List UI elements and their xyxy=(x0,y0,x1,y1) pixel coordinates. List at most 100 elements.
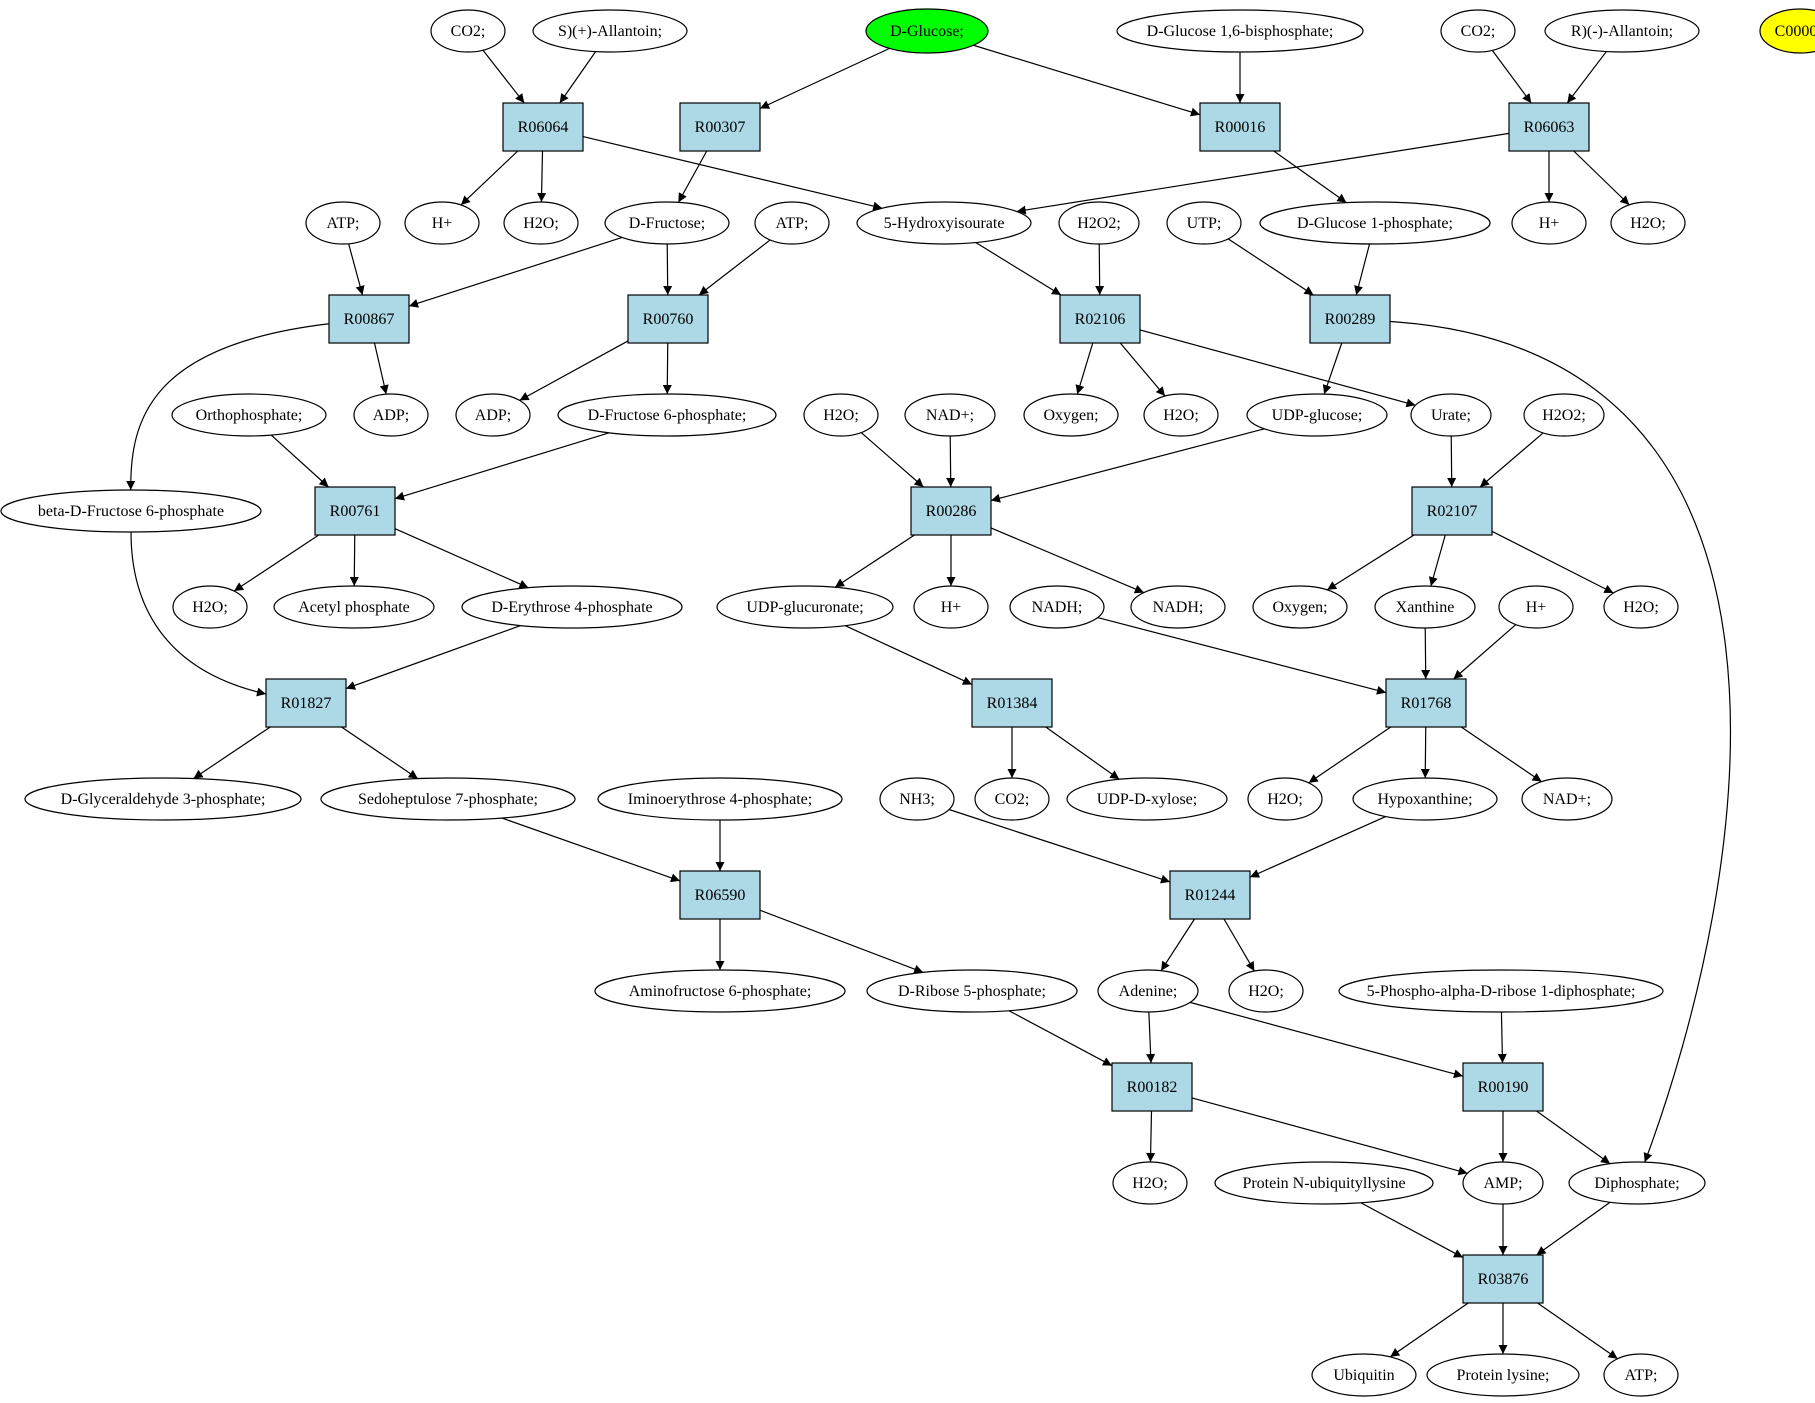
edge-s7p-to-r06590 xyxy=(501,817,681,883)
compound-node-h2o-e[interactable]: H2O; xyxy=(172,585,248,629)
compound-node-ery4p[interactable]: D-Erythrose 4-phosphate xyxy=(461,585,683,629)
reaction-node-r06590[interactable]: R06590 xyxy=(679,870,761,920)
reaction-node-r00761[interactable]: R00761 xyxy=(314,486,396,536)
reaction-node-r00867[interactable]: R00867 xyxy=(328,294,410,344)
compound-node-nad-a[interactable]: NAD+; xyxy=(904,393,996,437)
compound-node-aminofru6p[interactable]: Aminofructose 6-phosphate; xyxy=(594,969,846,1013)
reaction-node-r00190[interactable]: R00190 xyxy=(1462,1062,1544,1112)
compound-node-h2o-i[interactable]: H2O; xyxy=(1112,1161,1188,1205)
compound-node-adenine[interactable]: Adenine; xyxy=(1097,969,1199,1013)
compound-node-atp-b[interactable]: ATP; xyxy=(754,201,830,245)
reaction-node-r02106[interactable]: R02106 xyxy=(1059,294,1141,344)
compound-node-atp-c[interactable]: ATP; xyxy=(1603,1353,1679,1397)
compound-node-hydroxyisourate[interactable]: 5-Hydroxyisourate xyxy=(856,201,1032,245)
compound-node-prot-ub[interactable]: Protein N-ubiquityllysine xyxy=(1214,1161,1434,1205)
compound-node-hplus-d[interactable]: H+ xyxy=(1498,585,1574,629)
reaction-node-r00760[interactable]: R00760 xyxy=(627,294,709,344)
reaction-node-r01768[interactable]: R01768 xyxy=(1385,678,1467,728)
compound-node-xanthine[interactable]: Xanthine xyxy=(1374,585,1476,629)
compound-node-s7p[interactable]: Sedoheptulose 7-phosphate; xyxy=(320,777,576,821)
compound-node-hplus-b[interactable]: H+ xyxy=(1511,201,1587,245)
compound-node-h2o2-b[interactable]: H2O2; xyxy=(1523,393,1605,437)
compound-label: Sedoheptulose 7-phosphate; xyxy=(358,791,538,808)
edge-h2o2_b-to-r02107 xyxy=(1479,432,1544,488)
compound-node-hplus-a[interactable]: H+ xyxy=(404,201,480,245)
compound-node-prpp[interactable]: 5-Phospho-alpha-D-ribose 1-diphosphate; xyxy=(1338,969,1664,1013)
compound-node-ubiquitin[interactable]: Ubiquitin xyxy=(1311,1353,1417,1397)
compound-node-adp-a[interactable]: ADP; xyxy=(353,393,429,437)
compound-ellipse xyxy=(1252,585,1348,629)
compound-node-co2-b[interactable]: CO2; xyxy=(1440,9,1516,53)
compound-ellipse xyxy=(171,393,327,437)
compound-node-h2o-c[interactable]: H2O; xyxy=(803,393,879,437)
compound-node-h2o2-a[interactable]: H2O2; xyxy=(1058,201,1140,245)
compound-ellipse xyxy=(604,201,730,245)
compound-node-oxygen-b[interactable]: Oxygen; xyxy=(1252,585,1348,629)
compound-node-udp-glucose[interactable]: UDP-glucose; xyxy=(1246,393,1388,437)
reaction-box xyxy=(1059,294,1141,344)
compound-node-r-allantoin[interactable]: R)(-)-Allantoin; xyxy=(1544,9,1700,53)
compound-node-acetyl-p[interactable]: Acetyl phosphate xyxy=(273,585,435,629)
reaction-node-r06064[interactable]: R06064 xyxy=(502,102,584,152)
compound-node-c00002[interactable]: C00002 xyxy=(1759,8,1815,54)
reaction-node-r00182[interactable]: R00182 xyxy=(1111,1062,1193,1112)
compound-label: ADP; xyxy=(373,407,409,424)
compound-node-protein-lys[interactable]: Protein lysine; xyxy=(1426,1353,1580,1397)
compound-node-hypoxanthine[interactable]: Hypoxanthine; xyxy=(1352,777,1498,821)
compound-node-iminoery4p[interactable]: Iminoerythrose 4-phosphate; xyxy=(597,777,843,821)
compound-node-nh3[interactable]: NH3; xyxy=(879,777,955,821)
reaction-box xyxy=(971,678,1053,728)
reaction-node-r00289[interactable]: R00289 xyxy=(1309,294,1391,344)
compound-node-hplus-c[interactable]: H+ xyxy=(913,585,989,629)
compound-node-gap[interactable]: D-Glyceraldehyde 3-phosphate; xyxy=(24,777,302,821)
compound-node-fru6p[interactable]: D-Fructose 6-phosphate; xyxy=(557,393,777,437)
reaction-node-r00286[interactable]: R00286 xyxy=(910,486,992,536)
compound-label: Xanthine xyxy=(1396,599,1455,616)
reaction-node-r00307[interactable]: R00307 xyxy=(679,102,761,152)
reaction-node-r00016[interactable]: R00016 xyxy=(1199,102,1281,152)
reaction-label: R02106 xyxy=(1075,311,1126,328)
compound-ellipse xyxy=(1058,201,1140,245)
compound-node-h2o-a[interactable]: H2O; xyxy=(503,201,579,245)
compound-node-adp-b[interactable]: ADP; xyxy=(455,393,531,437)
reaction-node-r01827[interactable]: R01827 xyxy=(265,678,347,728)
compound-node-nad-b[interactable]: NAD+; xyxy=(1521,777,1613,821)
compound-node-nadh-b[interactable]: NADH; xyxy=(1130,585,1226,629)
edge-adenine-to-r00190 xyxy=(1189,1001,1464,1079)
reaction-node-r03876[interactable]: R03876 xyxy=(1462,1254,1544,1304)
compound-node-urate[interactable]: Urate; xyxy=(1410,393,1492,437)
reaction-node-r01244[interactable]: R01244 xyxy=(1169,870,1251,920)
compound-node-glc1p[interactable]: D-Glucose 1-phosphate; xyxy=(1259,201,1491,245)
compound-node-d-glucose[interactable]: D-Glucose; xyxy=(865,8,989,54)
compound-node-h2o-f[interactable]: H2O; xyxy=(1603,585,1679,629)
compound-node-h2o-h[interactable]: H2O; xyxy=(1228,969,1304,1013)
compound-node-glc16bp[interactable]: D-Glucose 1,6-bisphosphate; xyxy=(1116,9,1364,53)
edge-udp_glucose-to-r00286 xyxy=(990,428,1265,503)
compound-node-udp-glucuronate[interactable]: UDP-glucuronate; xyxy=(716,585,894,629)
compound-node-amp[interactable]: AMP; xyxy=(1462,1161,1544,1205)
reaction-node-r01384[interactable]: R01384 xyxy=(971,678,1053,728)
compound-node-co2-c[interactable]: CO2; xyxy=(974,777,1050,821)
compound-node-h2o-b[interactable]: H2O; xyxy=(1610,201,1686,245)
compound-node-atp-a[interactable]: ATP; xyxy=(305,201,381,245)
compound-node-diphosphate[interactable]: Diphosphate; xyxy=(1568,1161,1706,1205)
compound-node-utp[interactable]: UTP; xyxy=(1166,201,1242,245)
compound-node-h2o-d[interactable]: H2O; xyxy=(1143,393,1219,437)
edge-r01244-to-h2o_h xyxy=(1223,918,1255,972)
compound-node-r5p[interactable]: D-Ribose 5-phosphate; xyxy=(866,969,1078,1013)
compound-node-oxygen-a[interactable]: Oxygen; xyxy=(1023,393,1119,437)
compound-node-s-allantoin[interactable]: S)(+)-Allantoin; xyxy=(532,9,688,53)
reaction-node-r02107[interactable]: R02107 xyxy=(1411,486,1493,536)
compound-label: D-Glucose 1-phosphate; xyxy=(1297,215,1453,232)
reaction-node-r06063[interactable]: R06063 xyxy=(1508,102,1590,152)
compound-node-orthophosphate[interactable]: Orthophosphate; xyxy=(171,393,327,437)
compound-ellipse xyxy=(1544,9,1700,53)
compound-ellipse xyxy=(1440,9,1516,53)
compound-node-nadh-a[interactable]: NADH; xyxy=(1009,585,1105,629)
compound-node-co2-a[interactable]: CO2; xyxy=(430,9,506,53)
compound-node-udp-xylose[interactable]: UDP-D-xylose; xyxy=(1066,777,1228,821)
compound-node-d-fructose[interactable]: D-Fructose; xyxy=(604,201,730,245)
compound-node-beta-fru6p[interactable]: beta-D-Fructose 6-phosphate xyxy=(0,489,262,533)
edge-r01827-to-gap xyxy=(193,726,271,780)
compound-node-h2o-g[interactable]: H2O; xyxy=(1247,777,1323,821)
